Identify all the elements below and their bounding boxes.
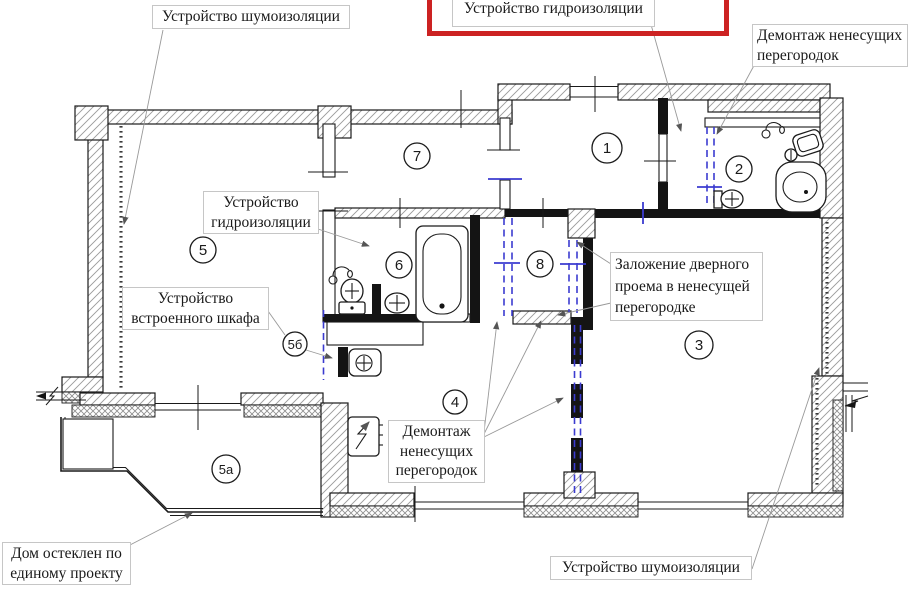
- label-door-infill: Заложение дверного проема в ненесущей пе…: [610, 252, 763, 322]
- label-line: перегородок: [757, 46, 839, 64]
- demolition-lines: [322, 127, 722, 497]
- faucet-icon-bath2: [761, 121, 785, 139]
- label-line: Демонтаж: [402, 423, 471, 440]
- label-line: Заложение дверного: [615, 256, 750, 273]
- label-demolition-bottom: Демонтаж ненесущих перегородок: [388, 420, 485, 484]
- label-glazing: Дом остеклен по единому проекту: [2, 542, 131, 586]
- label-line: Дом остеклен по: [11, 545, 122, 562]
- label-waterproofing-mid: Устройство гидроизоляции: [203, 191, 319, 235]
- label-line: проема в ненесущей: [615, 277, 750, 295]
- room-3-number: 3: [695, 337, 703, 354]
- wall-stub: [372, 284, 381, 316]
- room-2-number: 2: [735, 161, 743, 178]
- sink-icon-closet: [348, 348, 382, 377]
- room-8-number: 8: [536, 256, 544, 273]
- room-1-number: 1: [603, 140, 611, 157]
- corner-tub-icon-bath2: [775, 161, 827, 213]
- label-soundproofing-bottom: Устройство шумоизоляции: [550, 556, 752, 580]
- break-symbol-right: [843, 382, 869, 432]
- break-symbol-left: [36, 386, 86, 406]
- label-line: Устройство: [223, 194, 299, 211]
- balcony-glazing: [60, 417, 323, 516]
- label-line: гидроизоляции: [211, 213, 311, 231]
- label-line: Устройство: [157, 290, 234, 307]
- soundproofing-lines: [119, 126, 829, 488]
- room-6-number: 6: [395, 257, 403, 274]
- faucet-icon-bath6: [328, 266, 353, 285]
- room-5b-number: 5б: [288, 337, 303, 352]
- room-numbers: [189, 132, 753, 484]
- label-line: встроенного шкафа: [131, 309, 260, 327]
- sink-icon-bath6: [384, 292, 410, 314]
- label-waterproofing-top: Устройство гидроизоляции: [452, 0, 655, 27]
- room-4-number: 4: [451, 394, 459, 411]
- stove-icon-kitchen: [347, 416, 383, 457]
- leader-lines: [122, 20, 820, 570]
- label-builtin-closet: Устройство встроенного шкафа: [122, 287, 269, 331]
- label-line: перегородок: [395, 462, 478, 480]
- room-5a-number: 5а: [219, 462, 234, 477]
- label-line: ненесущих: [399, 442, 474, 460]
- interior-walls: [322, 98, 821, 499]
- label-demolition-top: Демонтаж ненесущих перегородок: [752, 24, 908, 68]
- label-soundproofing-top: Устройство шумоизоляции: [152, 5, 350, 29]
- pedestal-icon-bath2: [784, 148, 798, 162]
- bathtub-icon: [415, 225, 469, 323]
- label-line: Демонтаж ненесущих: [757, 27, 903, 44]
- room-5-number: 5: [199, 242, 207, 259]
- label-line: единому проекту: [10, 564, 123, 582]
- dimension-ticks: [197, 76, 676, 522]
- room-7-number: 7: [413, 148, 421, 165]
- toilet-icon-bath6: [338, 278, 366, 315]
- sink-icon-bath2: [792, 129, 824, 157]
- toilet-icon-bath2: [713, 189, 744, 209]
- label-line: перегородке: [615, 299, 696, 317]
